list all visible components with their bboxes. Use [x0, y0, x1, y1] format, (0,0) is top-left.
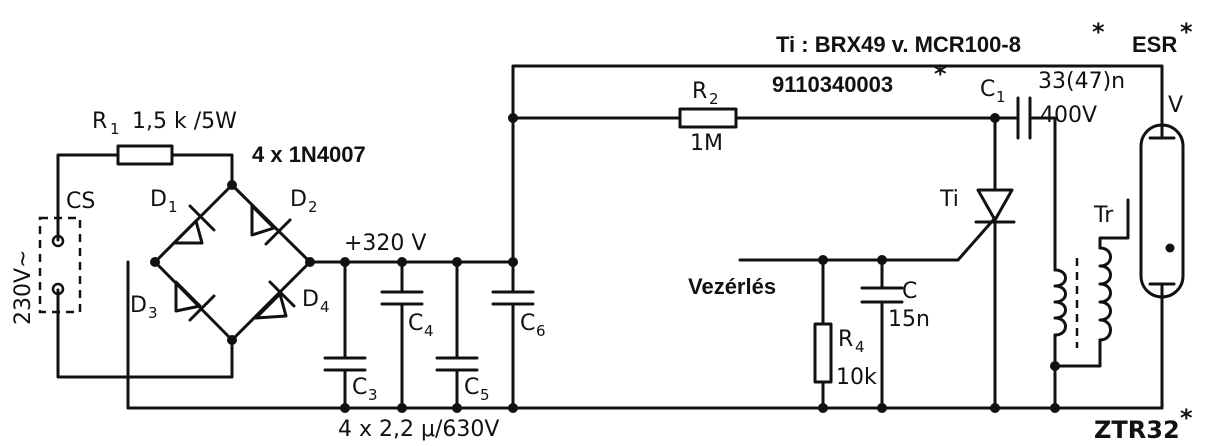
c6-label: C: [520, 311, 535, 336]
lamp-label: V: [1168, 93, 1183, 118]
resistor-r1: [116, 144, 174, 166]
caps-value-label: 4 x 2,2 μ/630V: [338, 417, 499, 442]
ti-type-label: Ti : BRX49 v. MCR100-8: [776, 32, 1021, 57]
r1-label: R: [92, 109, 107, 134]
resistor-r4: [813, 322, 833, 384]
mains-label: 230V~: [11, 250, 36, 325]
transformer-tr: [1053, 246, 1112, 348]
r1-sub: 1: [110, 120, 120, 138]
d2-sub: 2: [308, 198, 318, 216]
vezerles-label: Vezérlés: [688, 274, 776, 299]
esr-label: ESR: [1132, 32, 1177, 57]
d4-label: D: [302, 287, 319, 312]
r2-sub: 2: [709, 90, 719, 108]
r1-value: 1,5 k /5W: [132, 109, 237, 134]
capacitor-c3: [323, 356, 367, 372]
c4-label: C: [408, 311, 423, 336]
r2-value: 1M: [690, 131, 723, 156]
c-value: 15n: [888, 307, 930, 332]
lamp-v: [1139, 110, 1185, 302]
c1-label: C: [980, 77, 995, 102]
c1-sub: 1: [996, 88, 1006, 106]
c3-label: C: [352, 375, 367, 400]
diode-d3: [174, 280, 216, 322]
diode-d1: [172, 204, 216, 245]
esr-asterisk: *: [1180, 18, 1193, 46]
wires: [56, 64, 1164, 410]
capacitor-c6: [491, 290, 535, 306]
junctions: [150, 113, 1060, 413]
d3-label: D: [130, 293, 147, 318]
part-no-asterisk: *: [934, 60, 947, 88]
d4-sub: 4: [320, 298, 330, 316]
d1-sub: 1: [168, 198, 178, 216]
diode-d2: [250, 204, 292, 246]
r4-sub: 4: [855, 338, 865, 356]
c4-sub: 4: [424, 322, 434, 340]
tr-label: Tr: [1093, 203, 1114, 228]
c-label: C: [902, 279, 917, 304]
part-no-label: 9110340003: [772, 72, 893, 97]
r2-label: R: [692, 79, 707, 104]
d2-label: D: [290, 187, 307, 212]
c1-voltage: 400V: [1040, 103, 1097, 128]
c6-sub: 6: [536, 322, 546, 340]
ztr-label: ZTR32: [1094, 416, 1180, 444]
c1-value: 33(47)n: [1038, 69, 1125, 94]
voltage-320v-label: +320 V: [344, 231, 426, 256]
resistor-r2: [678, 107, 738, 129]
r4-label: R: [838, 327, 853, 352]
c5-label: C: [464, 375, 479, 400]
c5-sub: 5: [480, 386, 490, 404]
ti-asterisk: *: [1092, 18, 1105, 46]
d3-sub: 3: [148, 304, 158, 322]
thyristor-ti: [974, 188, 1016, 224]
text-labels: Ti : BRX49 v. MCR100-8 * ESR * 911034000…: [11, 18, 1193, 444]
r4-value: 10k: [836, 365, 877, 390]
cs-label: CS: [66, 189, 95, 214]
bridge-label: 4 x 1N4007: [252, 142, 366, 167]
capacitor-c4: [380, 290, 424, 306]
c3-sub: 3: [368, 386, 378, 404]
diode-d4: [254, 280, 296, 320]
capacitor-c1: [1016, 96, 1042, 140]
capacitor-c5: [435, 356, 479, 372]
mains-connector: [38, 216, 82, 314]
capacitor-c: [860, 286, 904, 304]
ti-label: Ti: [939, 187, 959, 212]
ztr-asterisk: *: [1180, 404, 1193, 432]
d1-label: D: [150, 187, 167, 212]
